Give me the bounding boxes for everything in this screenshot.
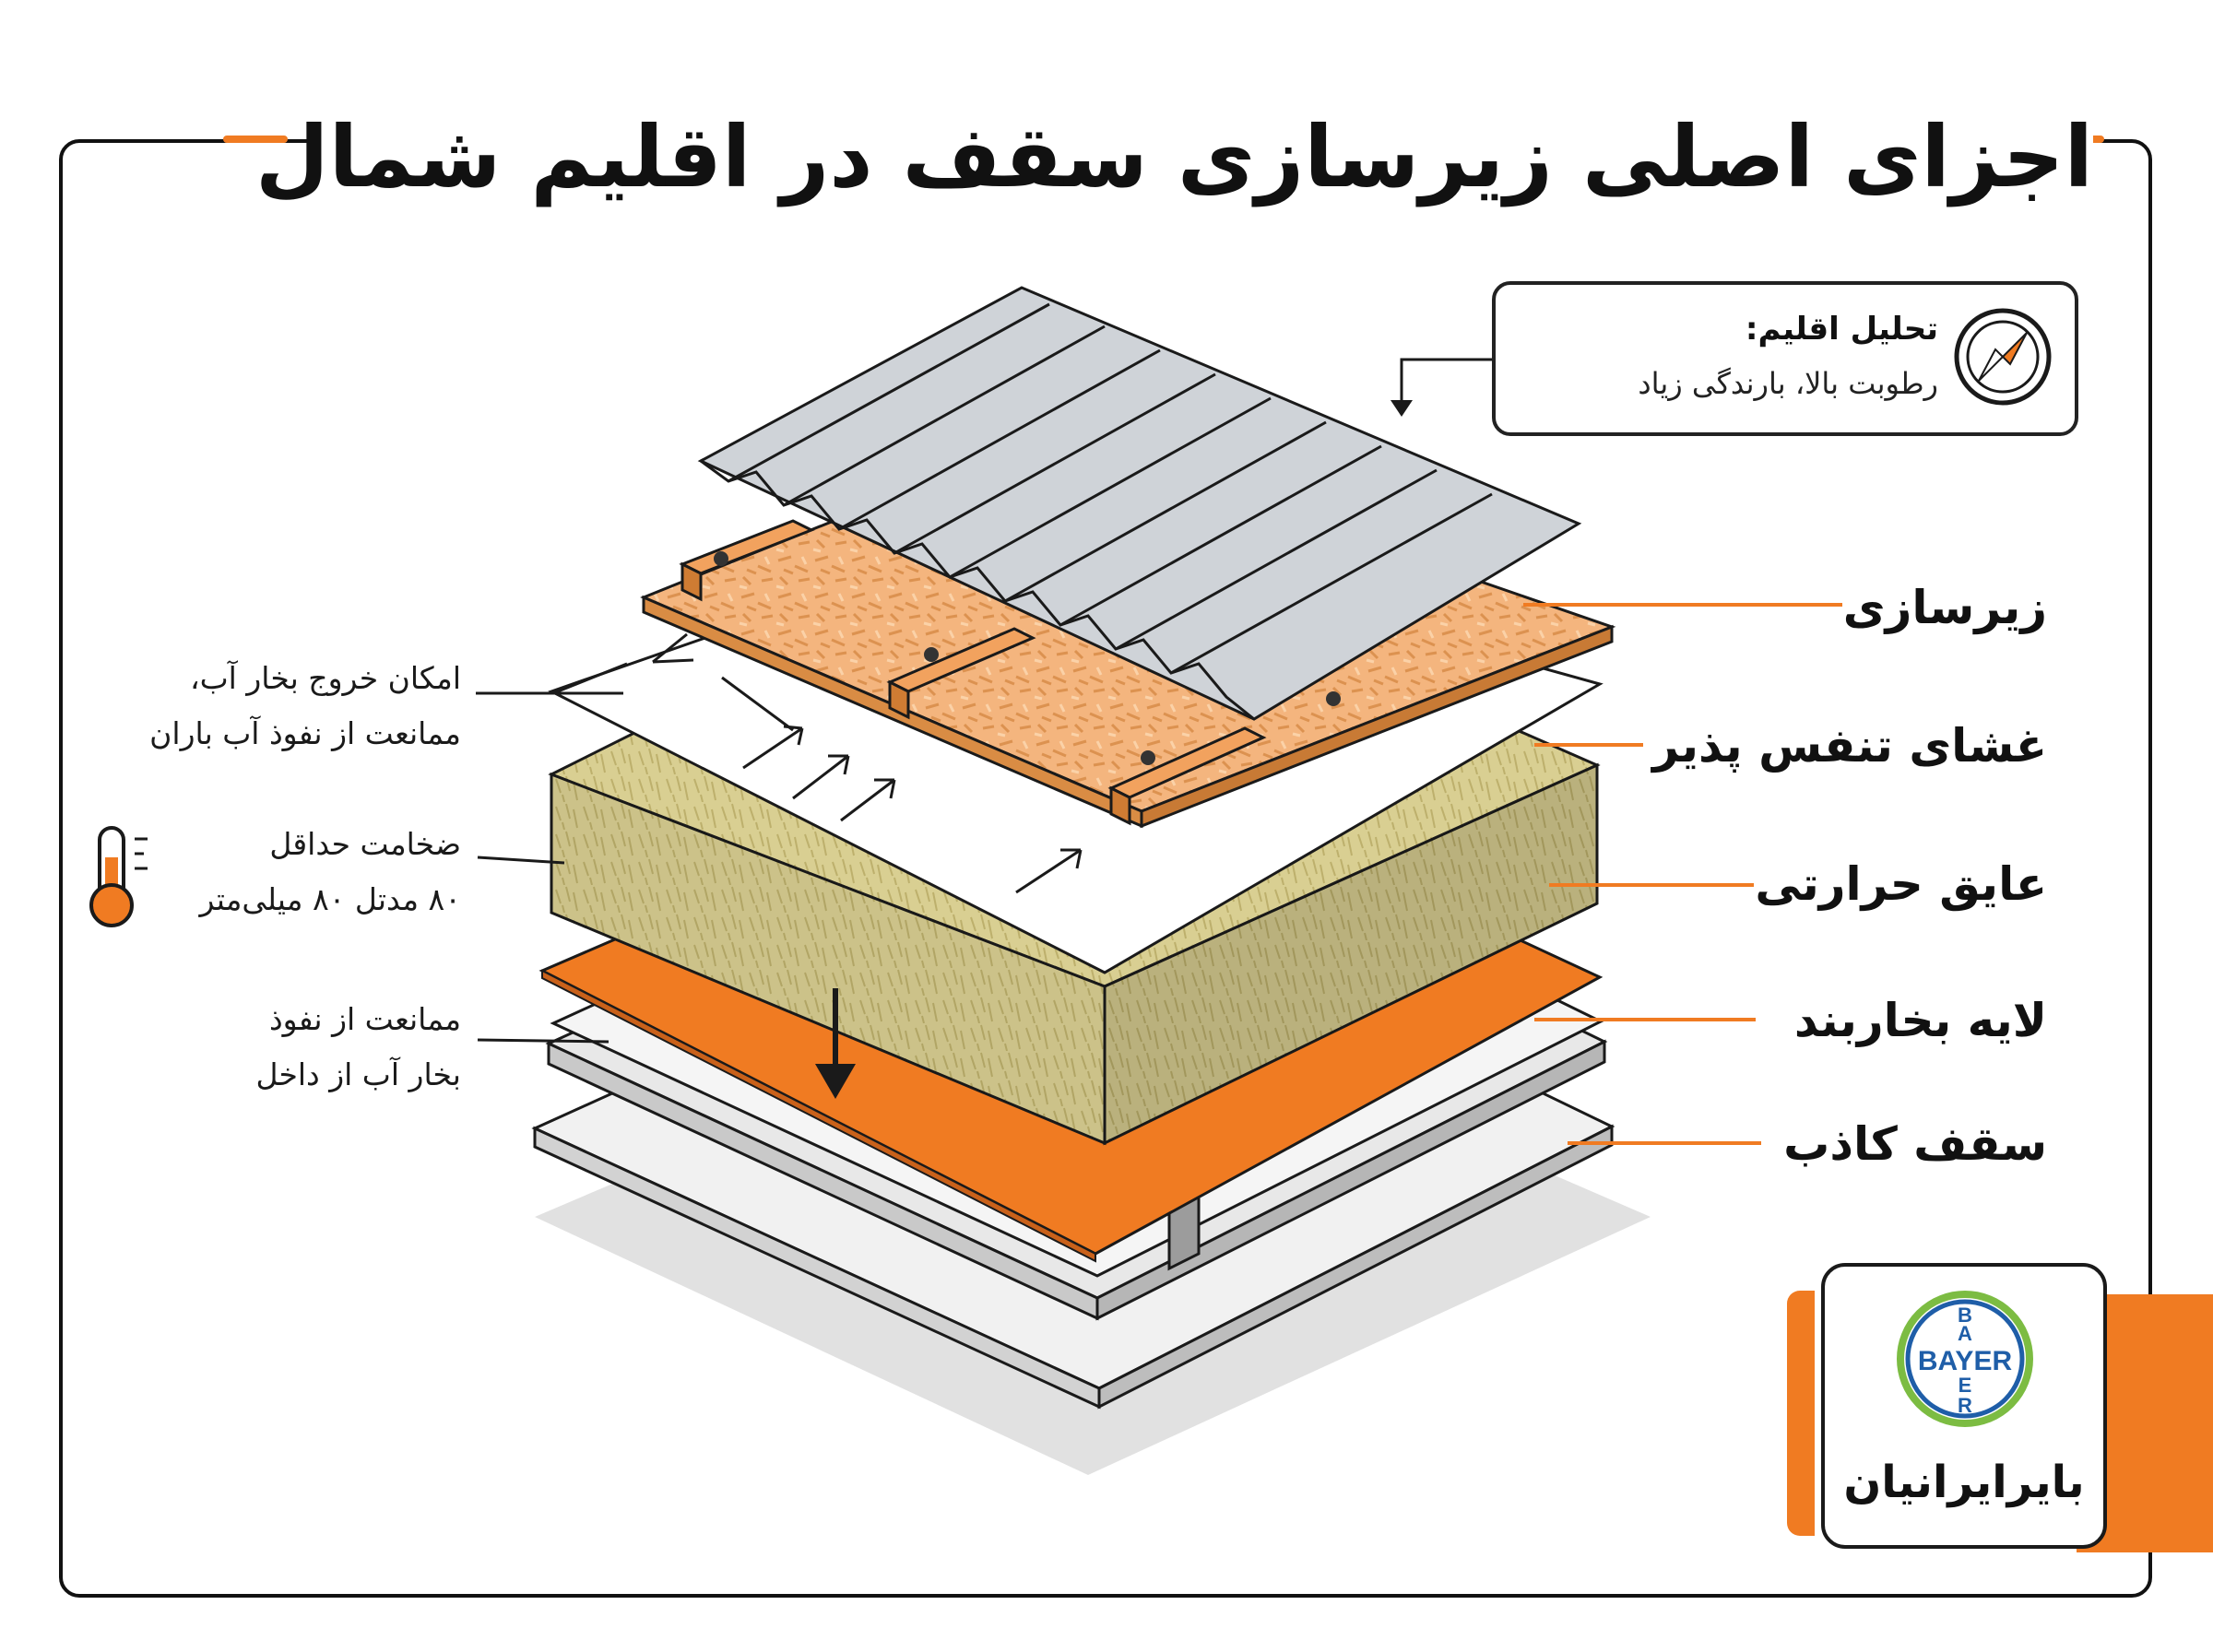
roof-battens bbox=[679, 519, 1341, 826]
membrane-note-line2: ممانعت از نفوذ آب باران bbox=[149, 715, 461, 751]
vapor-note-line1: ممانعت از نفوذ bbox=[268, 1001, 461, 1037]
vapor-note-line2: بخار آب از داخل bbox=[255, 1056, 461, 1092]
brand-name: بایرایرانیان bbox=[1843, 1457, 2085, 1508]
brand-logo-card: BAYER B A E R بایرایرانیان bbox=[1821, 1263, 2107, 1549]
insulation-note-line2: ۸۰ مدتل ۸۰ میلی‌متر bbox=[199, 881, 461, 917]
climate-title: تحلیل اقلیم: bbox=[1745, 311, 1938, 348]
right-leader-lines bbox=[1523, 603, 1842, 1145]
membrane-note-line1: امکان خروج بخار آب، bbox=[189, 660, 461, 696]
logo-accent-tab bbox=[1787, 1291, 1815, 1536]
layer-label-false-ceiling: سقف کاذب bbox=[1783, 1117, 2047, 1171]
layer-label-substructure: زیرسازی bbox=[1842, 581, 2047, 634]
svg-text:A: A bbox=[1958, 1322, 1972, 1345]
svg-text:B: B bbox=[1958, 1304, 1972, 1327]
membrane-note: امکان خروج بخار آب، ممانعت از نفوذ آب با… bbox=[149, 651, 461, 761]
bayer-logo: BAYER B A E R bbox=[1897, 1291, 2033, 1427]
svg-text:R: R bbox=[1958, 1394, 1972, 1417]
svg-text:BAYER: BAYER bbox=[1918, 1346, 2013, 1376]
layer-label-thermal-insulation: عایق حرارتی bbox=[1755, 857, 2047, 911]
insulation-note-line1: ضخامت حداقل bbox=[269, 826, 461, 862]
climate-analysis-box: تحلیل اقلیم: رطوبت بالا، بارندگی زیاد bbox=[1492, 281, 2078, 436]
svg-text:E: E bbox=[1959, 1374, 1972, 1397]
thermometer-icon bbox=[89, 826, 148, 927]
title-accent-left bbox=[223, 136, 288, 143]
insulation-note: ضخامت حداقل ۸۰ مدتل ۸۰ میلی‌متر bbox=[200, 817, 461, 927]
vapor-note: ممانعت از نفوذ بخار آب از داخل bbox=[255, 992, 461, 1103]
layer-label-breathable-membrane: غشای تنفس پذیر bbox=[1652, 719, 2047, 773]
left-leader-lines bbox=[476, 662, 628, 1044]
page-title: اجزای اصلی زیرسازی سقف در اقلیم شمال bbox=[255, 79, 2093, 236]
layer-label-vapor-barrier: لایه بخاربند bbox=[1793, 994, 2047, 1047]
climate-pointer bbox=[1400, 358, 1492, 411]
corrugated-metal-sheet bbox=[697, 286, 1582, 721]
climate-text: رطوبت بالا، بارندگی زیاد bbox=[1638, 366, 1938, 401]
compass-icon bbox=[1954, 308, 2052, 406]
